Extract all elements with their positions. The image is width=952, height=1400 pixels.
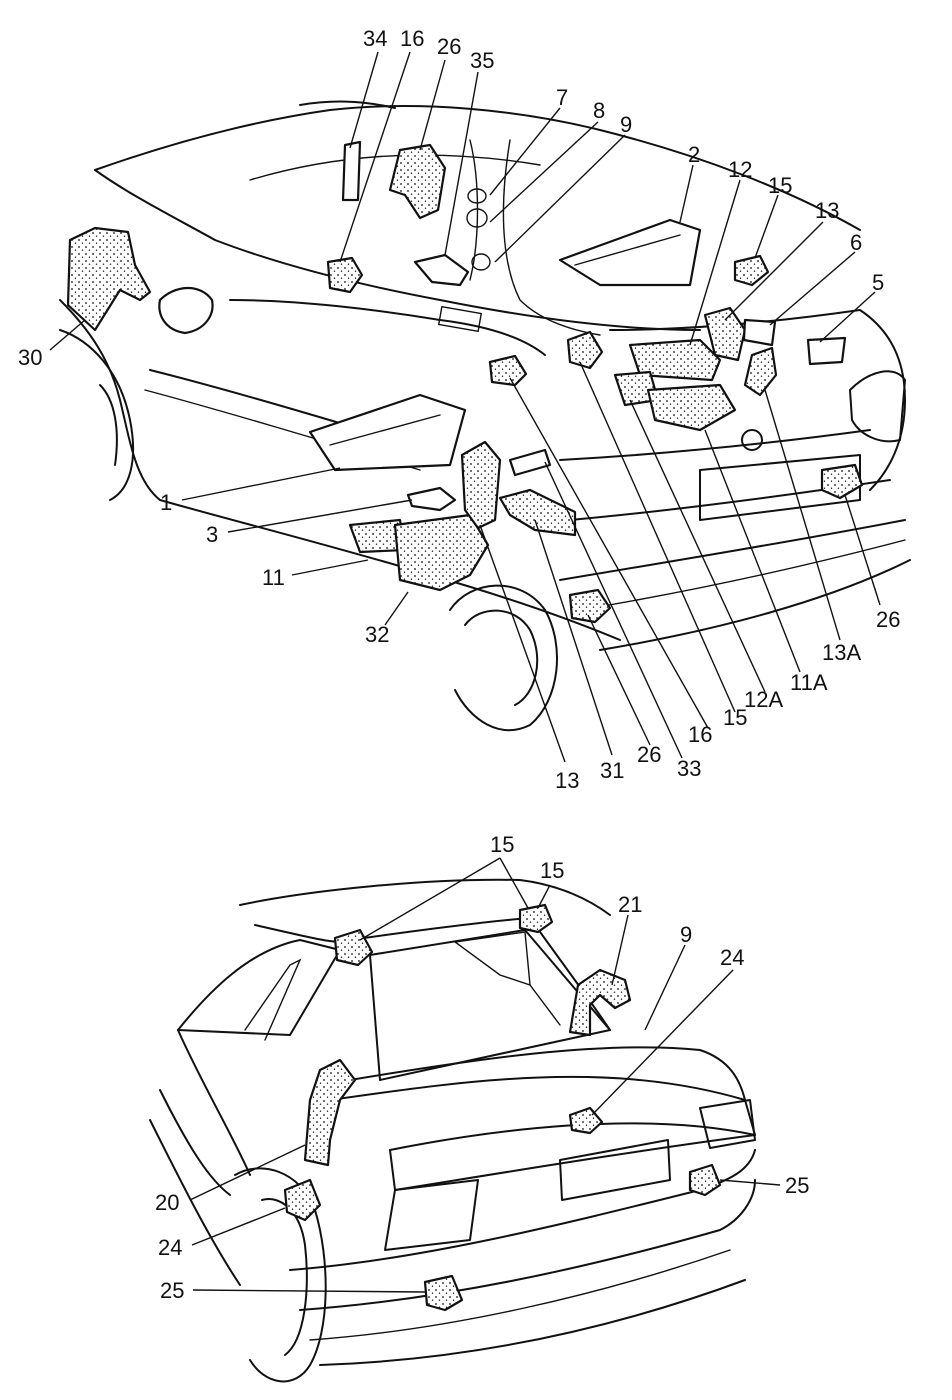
callout: 9 <box>620 112 632 137</box>
callout: 12 <box>728 157 752 182</box>
callout: 15 <box>540 858 564 883</box>
part-20 <box>303 1058 357 1167</box>
top-callouts: 34 16 26 35 7 8 9 2 12 15 13 6 5 30 1 3 … <box>18 26 900 793</box>
callout: 13 <box>555 768 579 793</box>
callout: 5 <box>872 270 884 295</box>
callout: 24 <box>720 945 744 970</box>
part-25-right <box>688 1163 722 1197</box>
part-12 <box>628 338 722 382</box>
part-26-upper <box>388 143 447 220</box>
part-15-right <box>566 330 604 370</box>
part-11A <box>646 383 737 432</box>
callout: 7 <box>556 85 568 110</box>
callout: 2 <box>688 142 700 167</box>
callout: 1 <box>160 490 172 515</box>
callout: 15 <box>490 832 514 857</box>
part-16-upper <box>326 256 364 294</box>
callout: 12A <box>744 687 783 712</box>
callout: 13 <box>815 198 839 223</box>
callout: 20 <box>155 1190 179 1215</box>
callout: 3 <box>206 522 218 547</box>
part-34 <box>341 140 362 202</box>
callout: 8 <box>593 98 605 123</box>
part-15-mid <box>488 354 528 387</box>
part-25-left <box>423 1274 464 1312</box>
callout: 11 <box>262 565 285 590</box>
callout: 25 <box>785 1173 809 1198</box>
part-15-right <box>518 903 554 934</box>
callout: 25 <box>160 1278 184 1303</box>
callout: 26 <box>637 742 661 767</box>
callout: 33 <box>677 756 701 781</box>
top-car-outline <box>59 100 911 731</box>
part-3 <box>406 486 457 512</box>
callout: 24 <box>158 1235 182 1260</box>
part-31 <box>508 448 552 477</box>
part-15-top-right <box>733 254 770 287</box>
callout: 13A <box>822 640 861 665</box>
callout: 15 <box>723 705 747 730</box>
part-6 <box>742 318 777 347</box>
callout: 16 <box>688 722 712 747</box>
part-13-lower <box>460 440 502 530</box>
callout: 11A <box>790 670 828 695</box>
part-13-right <box>703 306 747 362</box>
bottom-callouts: 15 15 21 9 24 20 24 25 25 <box>155 832 809 1303</box>
part-13A <box>743 346 778 397</box>
part-24-left <box>283 1178 322 1222</box>
callout: 6 <box>850 230 862 255</box>
part-33 <box>498 488 577 537</box>
callout: 30 <box>18 345 42 370</box>
part-26-lower <box>568 588 612 624</box>
part-5 <box>806 336 847 366</box>
callout: 26 <box>876 607 900 632</box>
callout: 21 <box>618 892 642 917</box>
callout: 34 <box>363 26 387 51</box>
callout: 26 <box>437 34 461 59</box>
callout: 9 <box>680 922 692 947</box>
top-foam-parts <box>66 140 864 624</box>
part-35 <box>413 253 470 287</box>
bottom-car-outline <box>149 878 756 1383</box>
callout: 35 <box>470 48 494 73</box>
bottom-leader-lines <box>189 857 781 1293</box>
part-26-right <box>820 463 864 500</box>
top-leader-lines <box>49 51 881 763</box>
bottom-foam-parts <box>283 903 722 1312</box>
part-15-left <box>333 928 374 967</box>
callout: 32 <box>365 622 389 647</box>
callout: 16 <box>400 26 424 51</box>
part-32 <box>393 513 490 592</box>
callout: 15 <box>768 173 792 198</box>
part-24-mid <box>568 1106 604 1135</box>
part-21 <box>568 968 632 1037</box>
part-30 <box>66 226 152 332</box>
callout: 31 <box>600 758 624 783</box>
